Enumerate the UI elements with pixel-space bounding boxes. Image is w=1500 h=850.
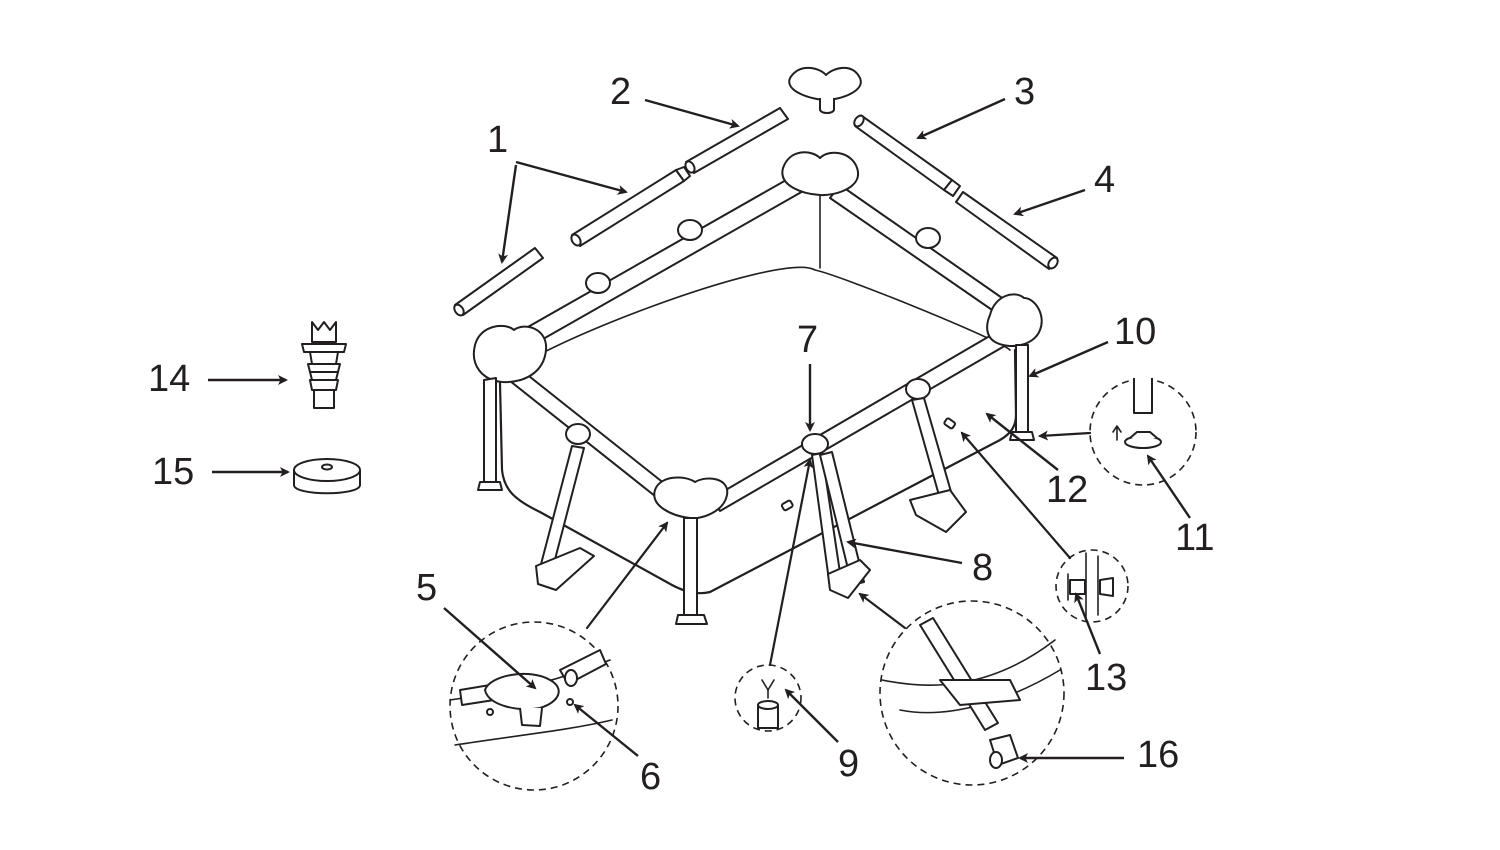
callout-14: 14 [148,358,190,400]
detail-9 [734,664,802,732]
callout-7: 7 [797,319,818,361]
pool-frame [472,151,1043,625]
rail-part-3 [853,114,961,197]
rail-part-1b [570,166,691,247]
callout-labels: 1 2 3 4 5 6 7 8 9 10 11 12 13 14 15 16 [148,71,1214,798]
callout-11: 11 [1175,517,1214,559]
rail-part-4 [955,191,1059,270]
callout-8: 8 [972,547,993,589]
callout-10: 10 [1114,311,1156,353]
callout-arrows [208,97,1191,763]
detail-5-6 [449,621,619,791]
callout-9: 9 [838,743,859,785]
rail-part-2 [684,107,789,174]
callout-3: 3 [1014,71,1035,113]
corner-right [986,293,1043,347]
loose-rails [453,66,1059,317]
detail-13 [1055,549,1129,623]
corner-left [472,324,548,384]
corner-front [653,476,729,520]
callout-15: 15 [152,451,194,493]
leg-left [483,377,497,483]
part-15-cap [293,458,361,495]
rail-part-1a [453,247,544,317]
leg-front [683,517,698,616]
callout-6: 6 [640,756,661,798]
leg-right [1015,344,1029,433]
corner-back [781,151,860,197]
callout-5: 5 [416,567,437,609]
loose-corner-cap [788,66,862,114]
callout-16: 16 [1137,734,1179,776]
part-14-connector [301,321,347,409]
callout-12: 12 [1046,469,1088,511]
callout-2: 2 [610,71,631,113]
detail-16 [879,600,1065,786]
callout-1: 1 [487,119,508,161]
detail-11 [1089,378,1197,486]
callout-4: 4 [1094,159,1115,201]
callout-13: 13 [1085,657,1127,699]
